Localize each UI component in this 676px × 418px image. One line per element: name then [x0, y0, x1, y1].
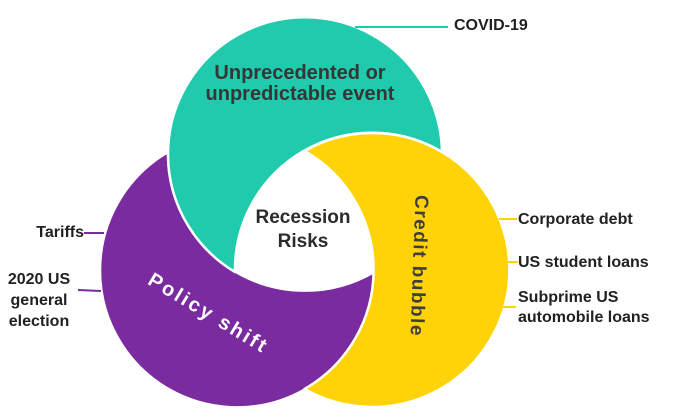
callout-covid-19: COVID-19 [454, 17, 528, 34]
credit-bubble-segment-shape [303, 131, 511, 409]
election-callout-line [77, 289, 102, 292]
diagram-center-title: Recession Risks [255, 207, 351, 252]
callout-2020-us-general-election: 2020 US general election [7, 271, 71, 330]
segment-label-unpredictable-event: Unprecedented or unpredictable event [205, 62, 395, 105]
callout-corporate-debt: Corporate debt [518, 211, 633, 228]
callout-us-student-loans: US student loans [518, 254, 649, 271]
unpredictable-event-segment-shape [166, 15, 444, 274]
callout-tariffs: Tariffs [36, 224, 84, 241]
callout-subprime-us-automobile-loans: Subprime US automobile loans [518, 289, 650, 326]
